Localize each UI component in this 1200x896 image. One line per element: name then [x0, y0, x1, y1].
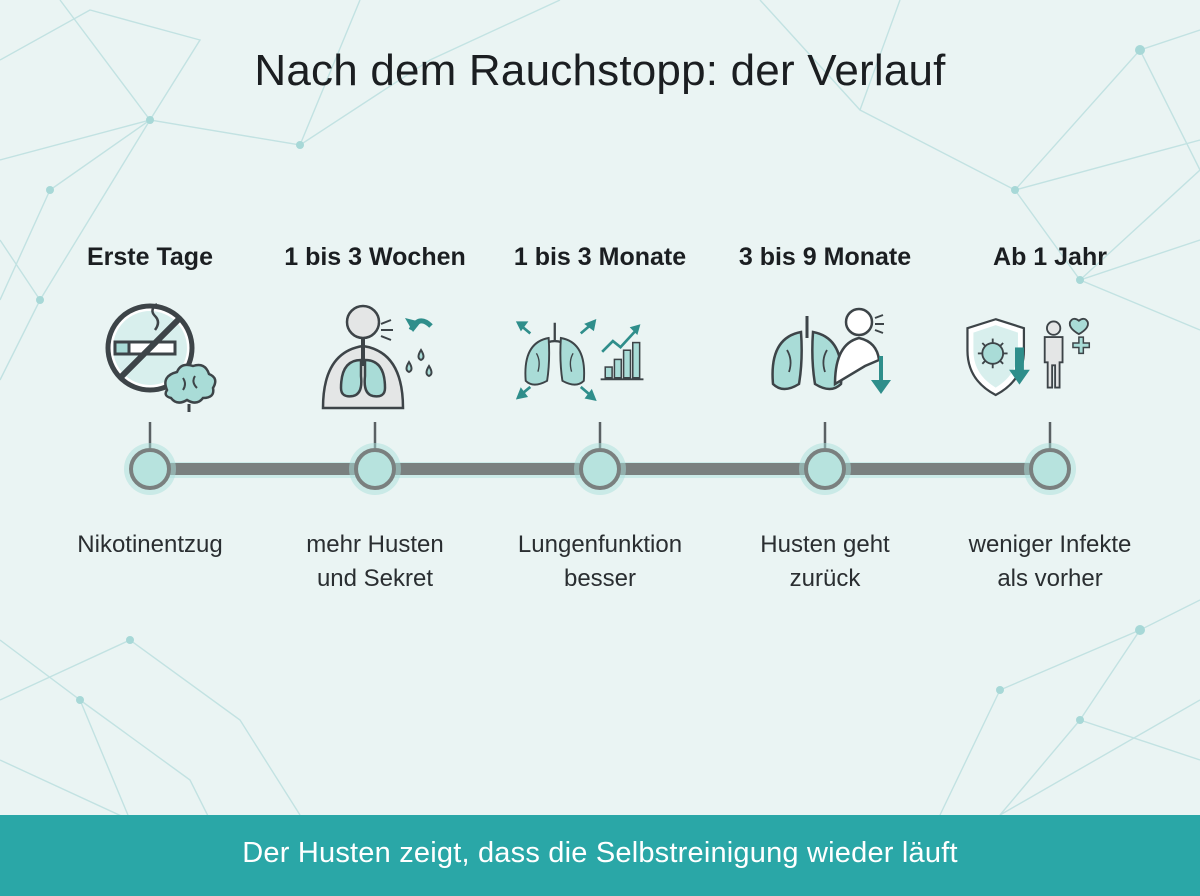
stage-title-ab-1-jahr: Ab 1 Jahr: [993, 243, 1107, 271]
stage-desc-line: Lungenfunktion: [517, 531, 683, 558]
expanding-lungs-chart-icon: [515, 319, 644, 401]
stage-title-erste-tage: Erste Tage: [87, 243, 213, 271]
stage-desc-5: weniger Infekte als vorher: [930, 528, 1170, 596]
footer-banner: Der Husten zeigt, dass die Selbstreinigu…: [0, 815, 1200, 896]
page-title: Nach dem Rauchstopp: der Verlauf: [254, 46, 946, 95]
stage-title-1-3-monate: 1 bis 3 Monate: [513, 243, 687, 271]
stage-title-1-3-wochen: 1 bis 3 Wochen: [284, 243, 466, 271]
lungs-less-cough-icon: [771, 307, 891, 394]
stage-desc-2: mehr Husten und Sekret: [255, 528, 495, 596]
stage-desc-line: weniger Infekte: [968, 531, 1132, 558]
shield-virus-health-icon: [966, 317, 1091, 397]
footer-text: Der Husten zeigt, dass die Selbstreinigu…: [242, 837, 958, 869]
stage-desc-1: Nikotinentzug: [30, 528, 270, 562]
stage-title-3-9-monate: 3 bis 9 Monate: [738, 243, 912, 271]
stage-desc-line: und Sekret: [316, 565, 434, 592]
stage-desc-line: Nikotinentzug: [77, 531, 223, 558]
coughing-person-lungs-icon: [321, 304, 433, 410]
stage-desc-line: Husten geht: [760, 531, 890, 558]
stage-desc-3: Lungenfunktion besser: [480, 528, 720, 596]
no-smoking-brain-icon: [105, 303, 217, 412]
stage-desc-line: mehr Husten: [306, 531, 444, 558]
stage-desc-line: besser: [563, 565, 637, 592]
stage-desc-line: zurück: [789, 565, 861, 592]
stage-desc-4: Husten geht zurück: [705, 528, 945, 596]
stage-desc-line: als vorher: [997, 565, 1103, 592]
